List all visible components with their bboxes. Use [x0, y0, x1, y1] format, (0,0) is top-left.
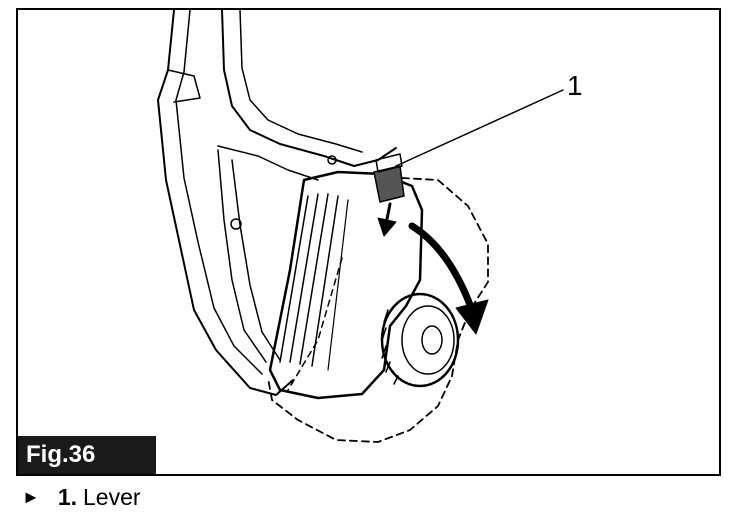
arrow-down-head — [377, 217, 397, 237]
housing-left-inner — [217, 149, 267, 363]
legend: ► 1.Lever — [22, 482, 141, 512]
housing-step — [167, 69, 201, 103]
knob-center — [421, 325, 443, 355]
screw-hole-2 — [327, 155, 337, 165]
arrow-rotate-head — [455, 299, 489, 335]
tool-illustration — [157, 10, 564, 443]
legend-item-number: 1. — [57, 484, 78, 510]
handle-top-inner — [239, 10, 363, 153]
arrow-rotate-shaft — [408, 222, 476, 314]
leader-line — [395, 89, 564, 167]
knob-grip — [381, 309, 399, 385]
housing-mid — [217, 145, 319, 181]
figure-frame: 1 Fig.36 — [16, 8, 721, 476]
lever-top — [375, 153, 403, 173]
legend-item-text: Lever — [83, 484, 141, 510]
figure-label: Fig.36 — [18, 436, 156, 474]
knob-ring — [401, 305, 455, 375]
housing-left-inner2 — [231, 159, 281, 361]
callout-number: 1 — [567, 70, 583, 101]
cover-open-dashed — [267, 177, 489, 443]
screw-hole-1 — [230, 218, 242, 230]
housing-outline — [157, 10, 294, 396]
triangle-bullet-icon: ► — [22, 487, 40, 507]
vent-slots — [279, 193, 339, 367]
cover-open-dashed-inner — [287, 257, 343, 391]
handle-top-right — [221, 10, 397, 167]
handle-inner-line — [175, 10, 263, 375]
cover-inner-edge — [327, 199, 349, 371]
